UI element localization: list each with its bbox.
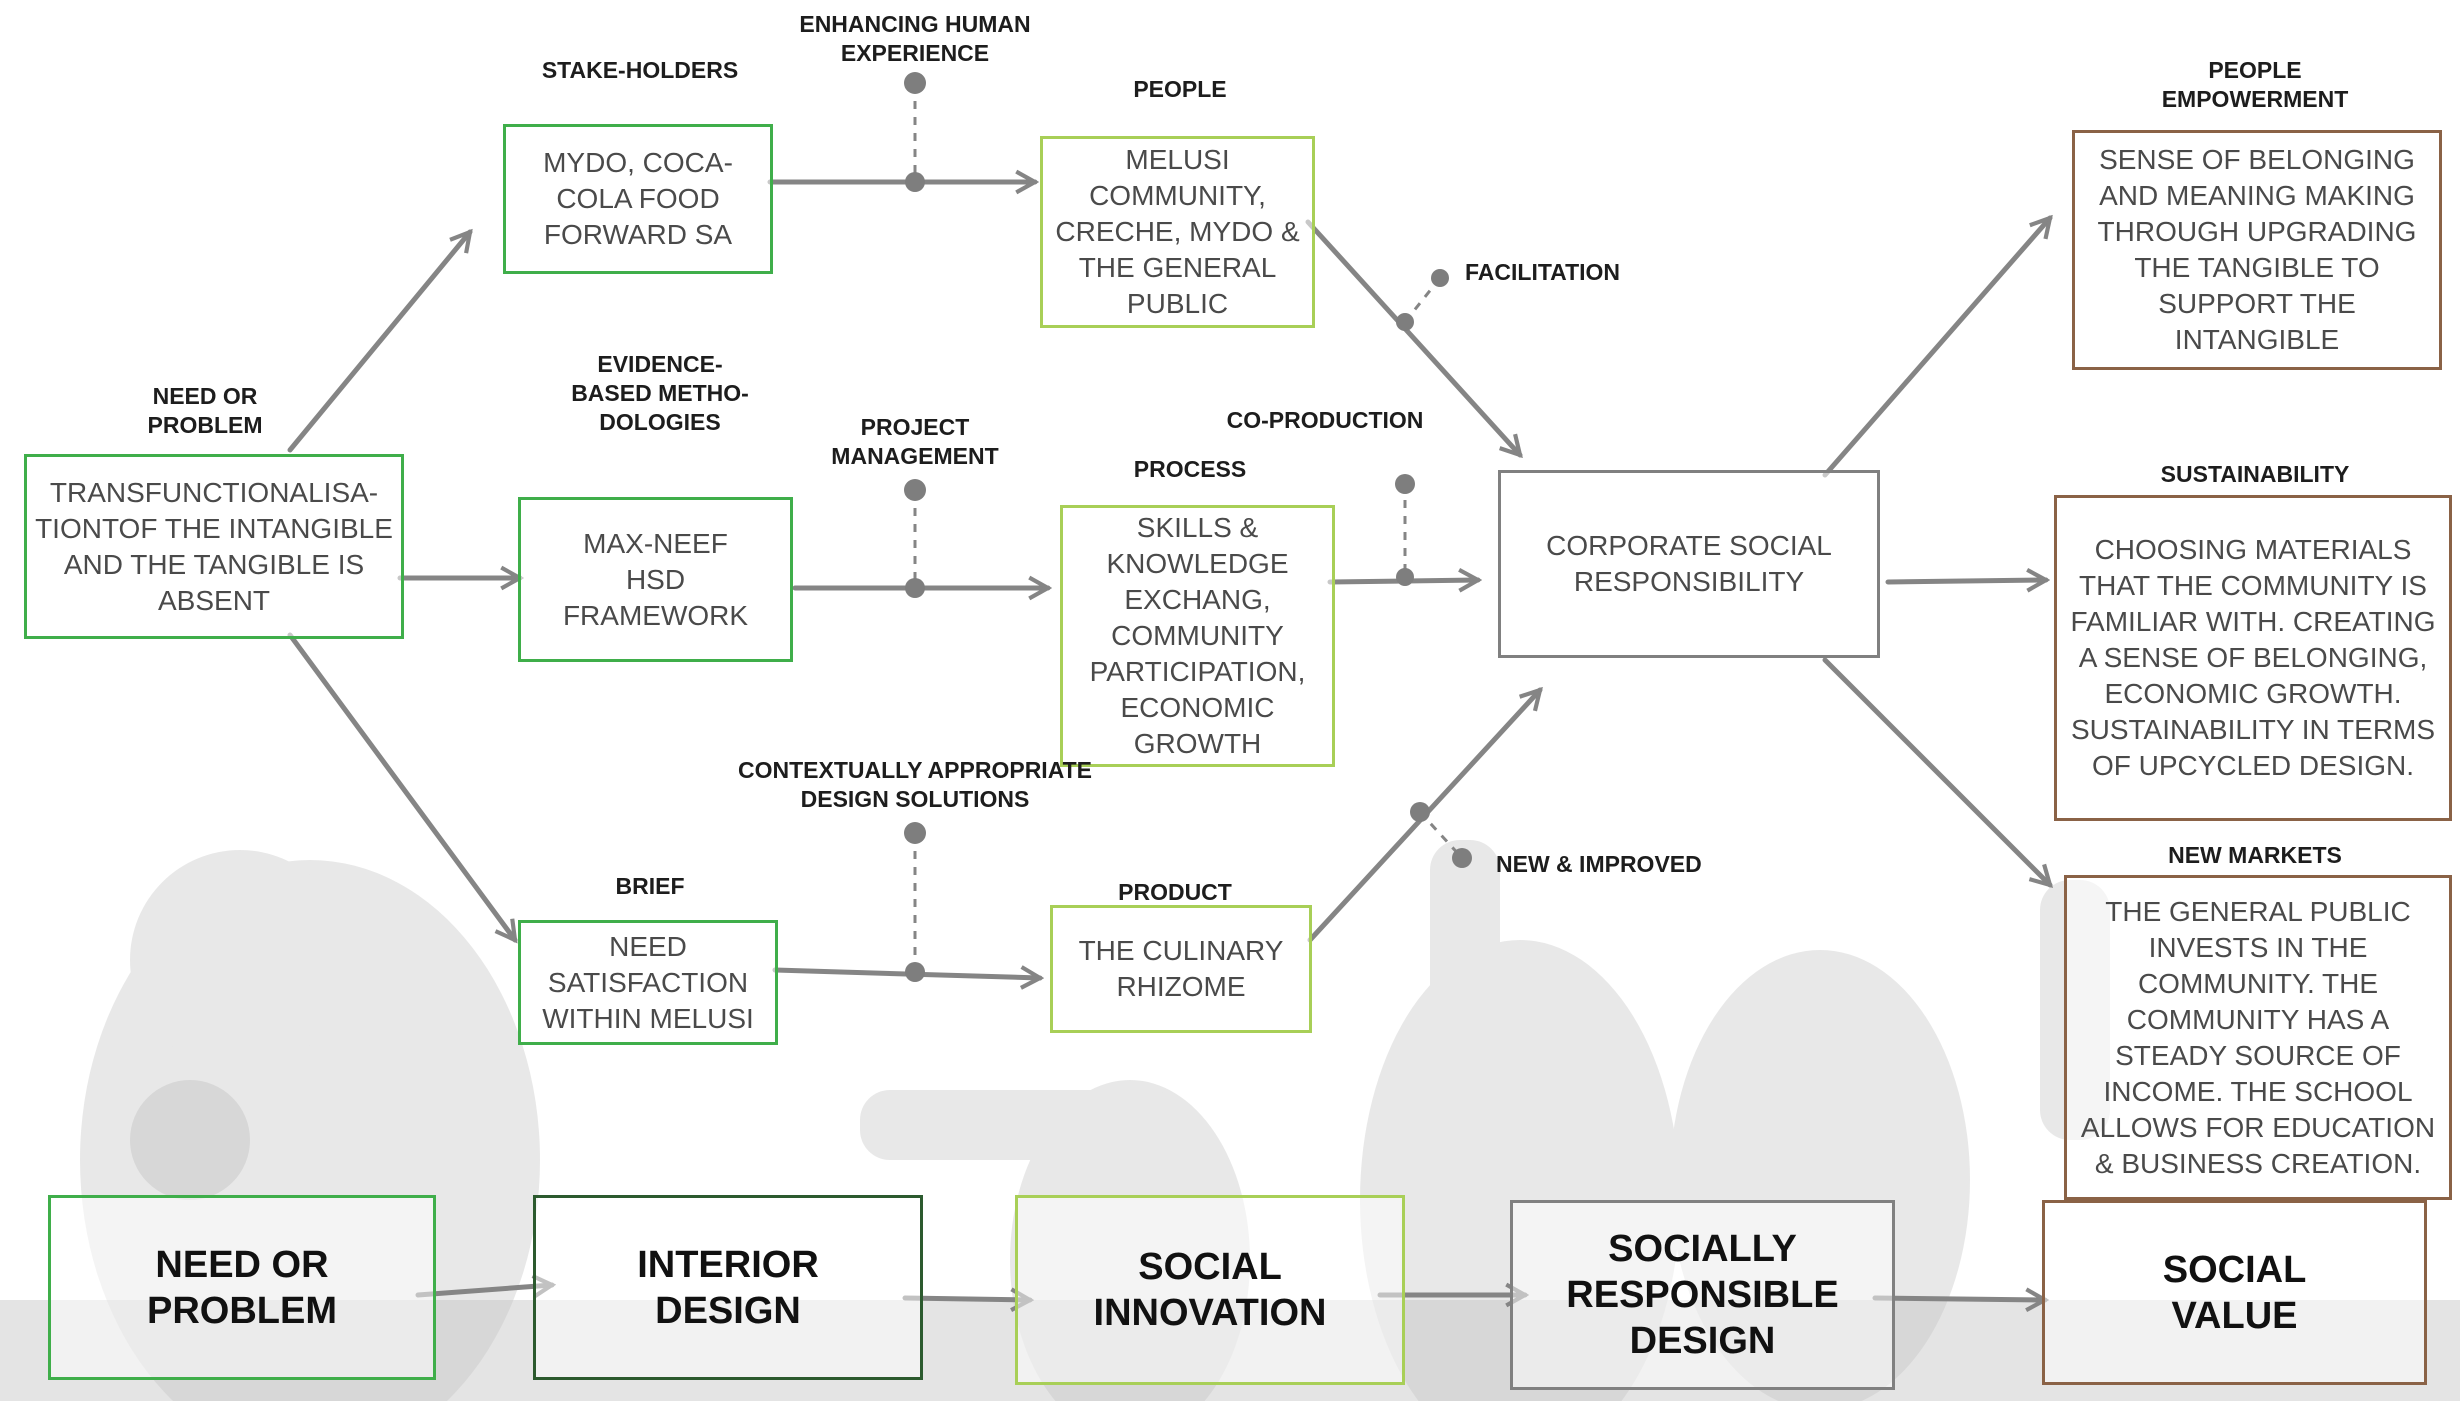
brief-text: NEED SATISFACTION WITHIN MELUSI <box>542 930 754 1034</box>
empowerment-title: PEOPLE EMPOWERMENT <box>2161 57 2349 112</box>
evidence-title: EVIDENCE-BASED METHO-DOLOGIES <box>571 351 749 435</box>
stage-interior: INTERIOR DESIGN <box>533 1195 923 1380</box>
methodology-box: MAX-NEEF HSD FRAMEWORK <box>518 497 793 662</box>
stage-responsible-label: SOCIALLY RESPONSIBLE DESIGN <box>1566 1228 1839 1362</box>
methodology-text: MAX-NEEF HSD FRAMEWORK <box>562 527 749 631</box>
csr-box: CORPORATE SOCIAL RESPONSIBILITY <box>1498 470 1880 658</box>
people-title: PEOPLE <box>1133 76 1227 102</box>
people-text: MELUSI COMMUNITY, CRECHE, MYDO & THE GEN… <box>1055 144 1300 319</box>
sustainability-title: SUSTAINABILITY <box>2160 461 2350 487</box>
stage-innovation: SOCIAL INNOVATION <box>1015 1195 1405 1385</box>
new-markets-box: THE GENERAL PUBLIC INVESTS IN THE COMMUN… <box>2064 875 2452 1200</box>
empowerment-box: SENSE OF BELONGING AND MEANING MAKING TH… <box>2072 130 2442 370</box>
brief-box: NEED SATISFACTION WITHIN MELUSI <box>518 920 778 1045</box>
people-box: MELUSI COMMUNITY, CRECHE, MYDO & THE GEN… <box>1040 136 1315 328</box>
stage-value: SOCIAL VALUE <box>2042 1200 2427 1385</box>
stage-innovation-label: SOCIAL INNOVATION <box>1093 1246 1327 1334</box>
stage-value-label: SOCIAL VALUE <box>2162 1248 2307 1337</box>
sustainability-box: CHOOSING MATERIALS THAT THE COMMUNITY IS… <box>2054 495 2452 821</box>
enhancing-label: ENHANCING HUMAN EXPERIENCE <box>799 11 1031 66</box>
need-title: NEED OR PROBLEM <box>147 383 263 438</box>
stakeholders-title: STAKE-HOLDERS <box>541 57 739 83</box>
new-improved-label: NEW & IMPROVED <box>1496 851 1702 877</box>
project-management-label: PROJECT MANAGEMENT <box>831 414 999 469</box>
coproduction-label: CO-PRODUCTION <box>1226 407 1424 433</box>
process-text: SKILLS & KNOWLEDGE EXCHANG, COMMUNITY PA… <box>1089 512 1306 759</box>
empowerment-text: SENSE OF BELONGING AND MEANING MAKING TH… <box>2097 144 2417 355</box>
sustainability-text: CHOOSING MATERIALS THAT THE COMMUNITY IS… <box>2070 534 2436 781</box>
new-markets-text: THE GENERAL PUBLIC INVESTS IN THE COMMUN… <box>2080 895 2436 1179</box>
stakeholders-text: MYDO, COCA-COLA FOOD FORWARD SA <box>543 147 733 250</box>
facilitation-label: FACILITATION <box>1465 259 1621 285</box>
brief-title: BRIEF <box>615 873 685 899</box>
stage-need: NEED OR PROBLEM <box>48 1195 436 1380</box>
process-box: SKILLS & KNOWLEDGE EXCHANG, COMMUNITY PA… <box>1060 505 1335 767</box>
stage-interior-label: INTERIOR DESIGN <box>637 1243 819 1332</box>
product-box: THE CULINARY RHIZOME <box>1050 905 1312 1033</box>
stage-need-label: NEED OR PROBLEM <box>147 1243 337 1332</box>
contextual-label: CONTEXTUALLY APPROPRIATE DESIGN SOLUTION… <box>738 757 1092 812</box>
product-text: THE CULINARY RHIZOME <box>1078 935 1284 1002</box>
need-text: TRANSFUNCTIONALISA-TIONTOF THE INTANGIBL… <box>35 476 393 616</box>
csr-text: CORPORATE SOCIAL RESPONSIBILITY <box>1546 530 1832 597</box>
new-markets-title: NEW MARKETS <box>2168 842 2342 868</box>
stage-responsible: SOCIALLY RESPONSIBLE DESIGN <box>1510 1200 1895 1390</box>
stakeholders-box: MYDO, COCA-COLA FOOD FORWARD SA <box>503 124 773 274</box>
product-title: PRODUCT <box>1118 879 1232 905</box>
need-box: TRANSFUNCTIONALISA-TIONTOF THE INTANGIBL… <box>24 454 404 639</box>
process-title: PROCESS <box>1133 456 1247 482</box>
